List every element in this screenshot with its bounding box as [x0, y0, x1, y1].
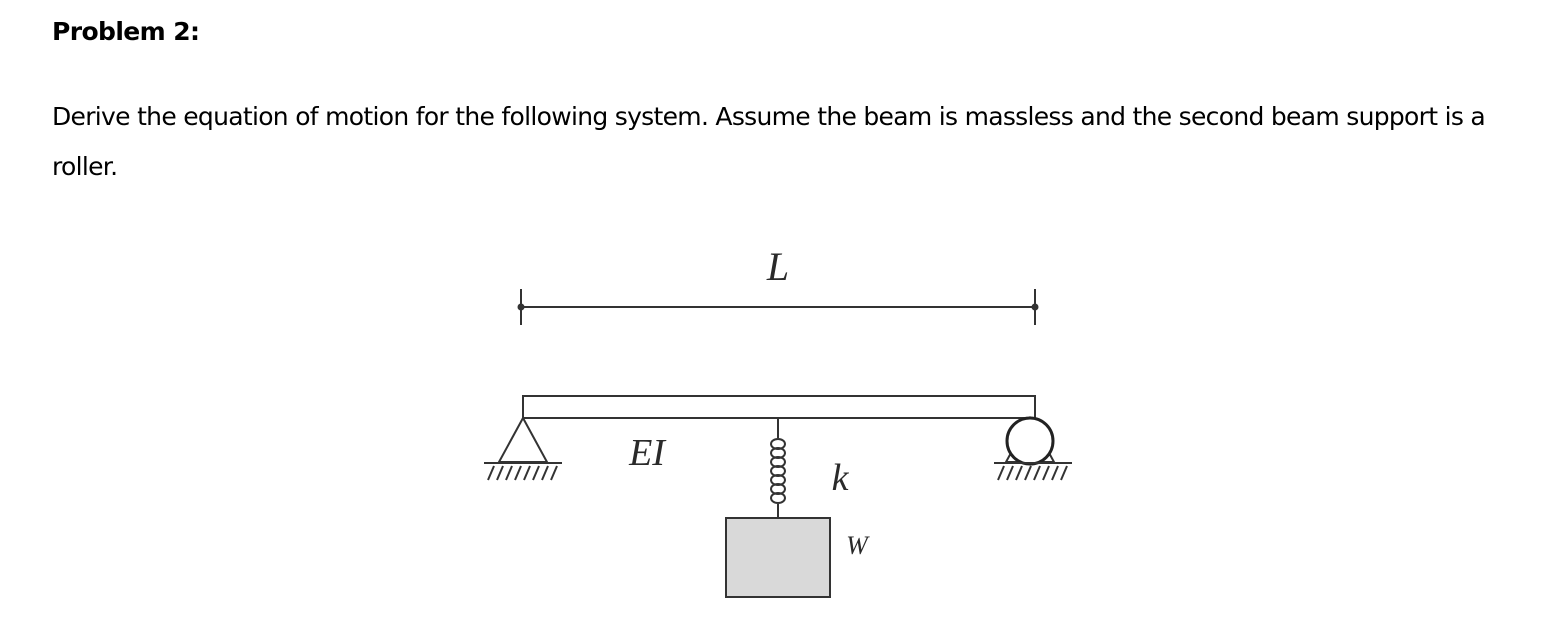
problem-statement: Derive the equation of motion for the fo… — [52, 102, 1486, 181]
spring-label: k — [832, 457, 850, 499]
beam — [522, 395, 1036, 419]
length-label: L — [766, 244, 789, 289]
weight-label: W — [846, 531, 870, 560]
mass-block — [725, 517, 831, 598]
length-dimension — [520, 289, 1036, 325]
spring — [770, 418, 786, 518]
pin-support — [484, 415, 562, 481]
stiffness-label: EI — [628, 432, 667, 474]
roller-support — [994, 415, 1072, 481]
problem-heading: Problem 2: — [52, 17, 200, 46]
